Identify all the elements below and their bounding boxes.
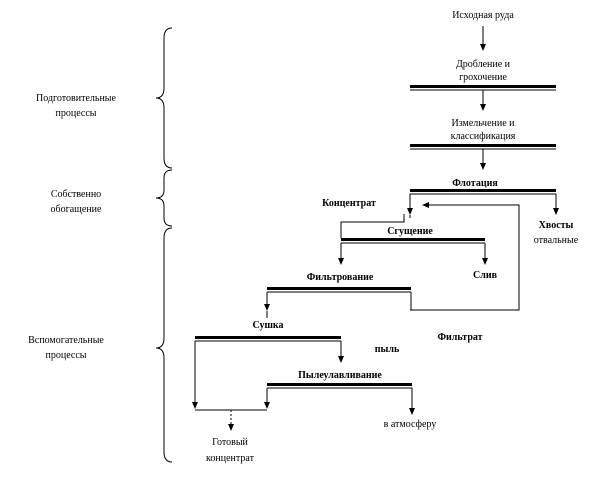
group-preparatory: Подготовительные процессы bbox=[36, 93, 116, 119]
arrowhead bbox=[264, 402, 270, 409]
thickening-bar bbox=[341, 238, 485, 241]
node-tailings-line1: Хвосты bbox=[539, 220, 574, 231]
group-enrichment-line2: обогащение bbox=[51, 204, 102, 215]
node-source-ore: Исходная руда bbox=[452, 10, 514, 21]
arrowhead bbox=[407, 208, 413, 215]
node-atmosphere: в атмосферу bbox=[384, 419, 437, 430]
node-filtration: Фильтрование bbox=[307, 272, 374, 283]
brace-preparatory bbox=[155, 27, 173, 169]
drying-bar bbox=[195, 336, 341, 339]
arrowhead bbox=[338, 356, 344, 363]
node-crushing-line2: грохочение bbox=[459, 72, 507, 83]
dust-collection-bar bbox=[267, 383, 412, 386]
group-preparatory-line2: процессы bbox=[56, 108, 97, 119]
node-filtrate: Фильтрат bbox=[437, 332, 482, 343]
node-thickening: Сгущение bbox=[387, 226, 433, 237]
node-flotation: Флотация bbox=[452, 178, 498, 189]
node-final-concentrate-line2: концентрат bbox=[206, 453, 255, 464]
brace-auxiliary bbox=[155, 227, 173, 463]
crushing-bar bbox=[410, 85, 556, 88]
arrowhead bbox=[480, 104, 486, 111]
arrowhead bbox=[422, 202, 429, 208]
arrowhead bbox=[480, 163, 486, 170]
line-filtrate-recycle bbox=[410, 204, 520, 311]
node-tailings-line2: отвальные bbox=[534, 235, 579, 246]
arrowhead bbox=[482, 258, 488, 265]
line-concentrate-to-thickening bbox=[340, 214, 405, 238]
group-enrichment: Собственно обогащение bbox=[51, 189, 102, 215]
node-drying: Сушка bbox=[252, 320, 283, 331]
arrowhead bbox=[264, 304, 270, 311]
flotation-bar bbox=[410, 189, 556, 192]
group-auxiliary: Вспомогательные процессы bbox=[28, 335, 104, 361]
arrowhead bbox=[338, 258, 344, 265]
arrowhead bbox=[228, 424, 234, 431]
node-final-concentrate-line1: Готовый bbox=[212, 437, 248, 448]
arrowhead bbox=[409, 408, 415, 415]
node-concentrate: Концентрат bbox=[322, 198, 376, 209]
group-preparatory-line1: Подготовительные bbox=[36, 93, 116, 104]
node-dust: пыль bbox=[375, 344, 400, 355]
node-grinding-line2: классификация bbox=[451, 131, 516, 142]
node-dust-collection: Пылеулавливание bbox=[298, 370, 382, 381]
node-crushing-line1: Дробление и bbox=[456, 59, 511, 70]
node-overflow: Слив bbox=[473, 270, 498, 281]
brace-enrichment bbox=[155, 169, 173, 227]
arrowhead bbox=[553, 208, 559, 215]
filtration-bar bbox=[267, 287, 411, 290]
group-auxiliary-line1: Вспомогательные bbox=[28, 335, 104, 346]
group-enrichment-line1: Собственно bbox=[51, 189, 101, 200]
arrowhead bbox=[480, 44, 486, 51]
group-auxiliary-line2: процессы bbox=[46, 350, 87, 361]
node-grinding-line1: Измельчение и bbox=[451, 118, 515, 129]
grinding-bar bbox=[410, 144, 556, 147]
arrowhead bbox=[192, 402, 198, 409]
